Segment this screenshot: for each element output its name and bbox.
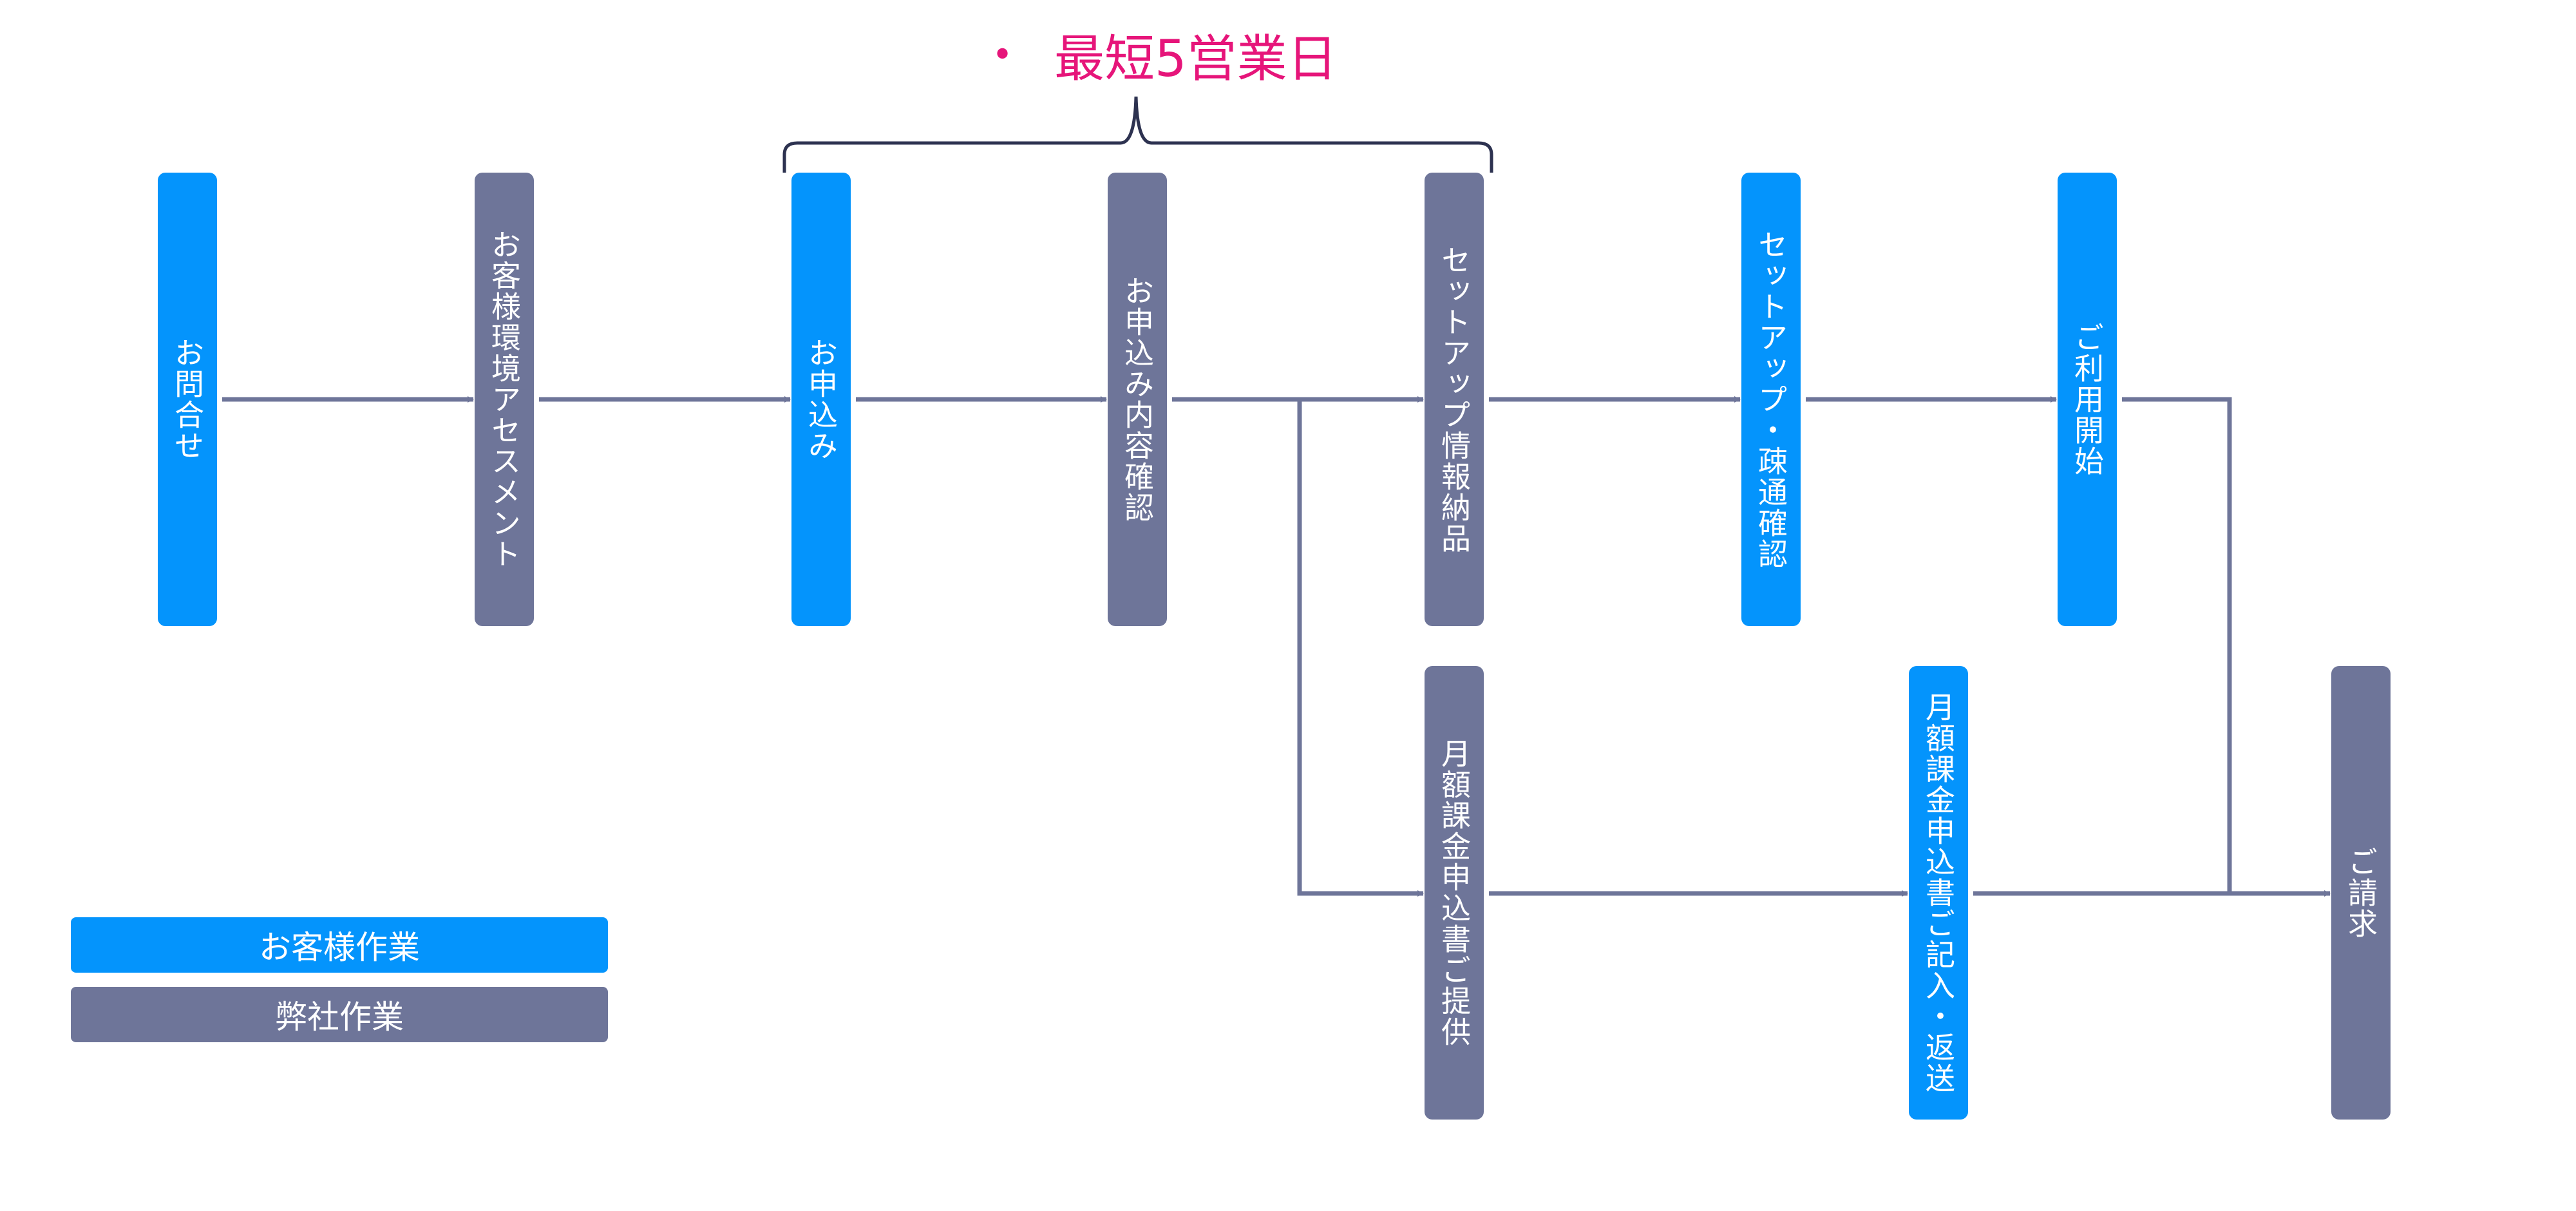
step-label: お申込み内容確認	[1120, 276, 1155, 523]
arrow-start-use-to-billing	[2122, 397, 2232, 893]
legend-our-task: 弊社作業	[71, 987, 608, 1042]
step-assessment: お客様環境アセスメント	[475, 173, 534, 626]
legend-ours-label: 弊社作業	[275, 998, 404, 1036]
step-label: セットアップ・疎通確認	[1754, 229, 1788, 569]
step-label: セットアップ情報納品	[1437, 245, 1472, 554]
step-form-provide: 月額課金申込書ご提供	[1425, 666, 1484, 1120]
step-start-use: ご利用開始	[2058, 173, 2117, 626]
step-label: お申込み	[804, 338, 838, 461]
step-application: お申込み	[791, 173, 851, 626]
step-form-return: 月額課金申込書ご記入・返送	[1909, 666, 1968, 1120]
step-label: ご請求	[2344, 846, 2378, 939]
step-label: 月額課金申込書ご記入・返送	[1921, 692, 1956, 1094]
brace-shortest-period	[782, 96, 1493, 173]
arrow-review-to-form-provide	[1297, 399, 1424, 897]
bullet-icon: •	[992, 33, 1014, 76]
step-label: お客様環境アセスメント	[487, 229, 522, 569]
step-label: ご利用開始	[2070, 322, 2105, 477]
step-label: 月額課金申込書ご提供	[1437, 738, 1472, 1047]
legend-customer-label: お客様作業	[259, 929, 420, 966]
step-inquiry: お問合せ	[158, 173, 217, 626]
step-application-review: お申込み内容確認	[1108, 173, 1167, 626]
step-billing: ご請求	[2331, 666, 2391, 1120]
step-label: お問合せ	[170, 338, 205, 461]
shortest-period-text: 最短5営業日	[1054, 30, 1338, 88]
shortest-period-callout: • 最短5営業日	[992, 19, 1338, 90]
legend-customer-task: お客様作業	[71, 917, 608, 973]
step-setup-delivery: セットアップ情報納品	[1425, 173, 1484, 626]
step-setup-check: セットアップ・疎通確認	[1741, 173, 1801, 626]
